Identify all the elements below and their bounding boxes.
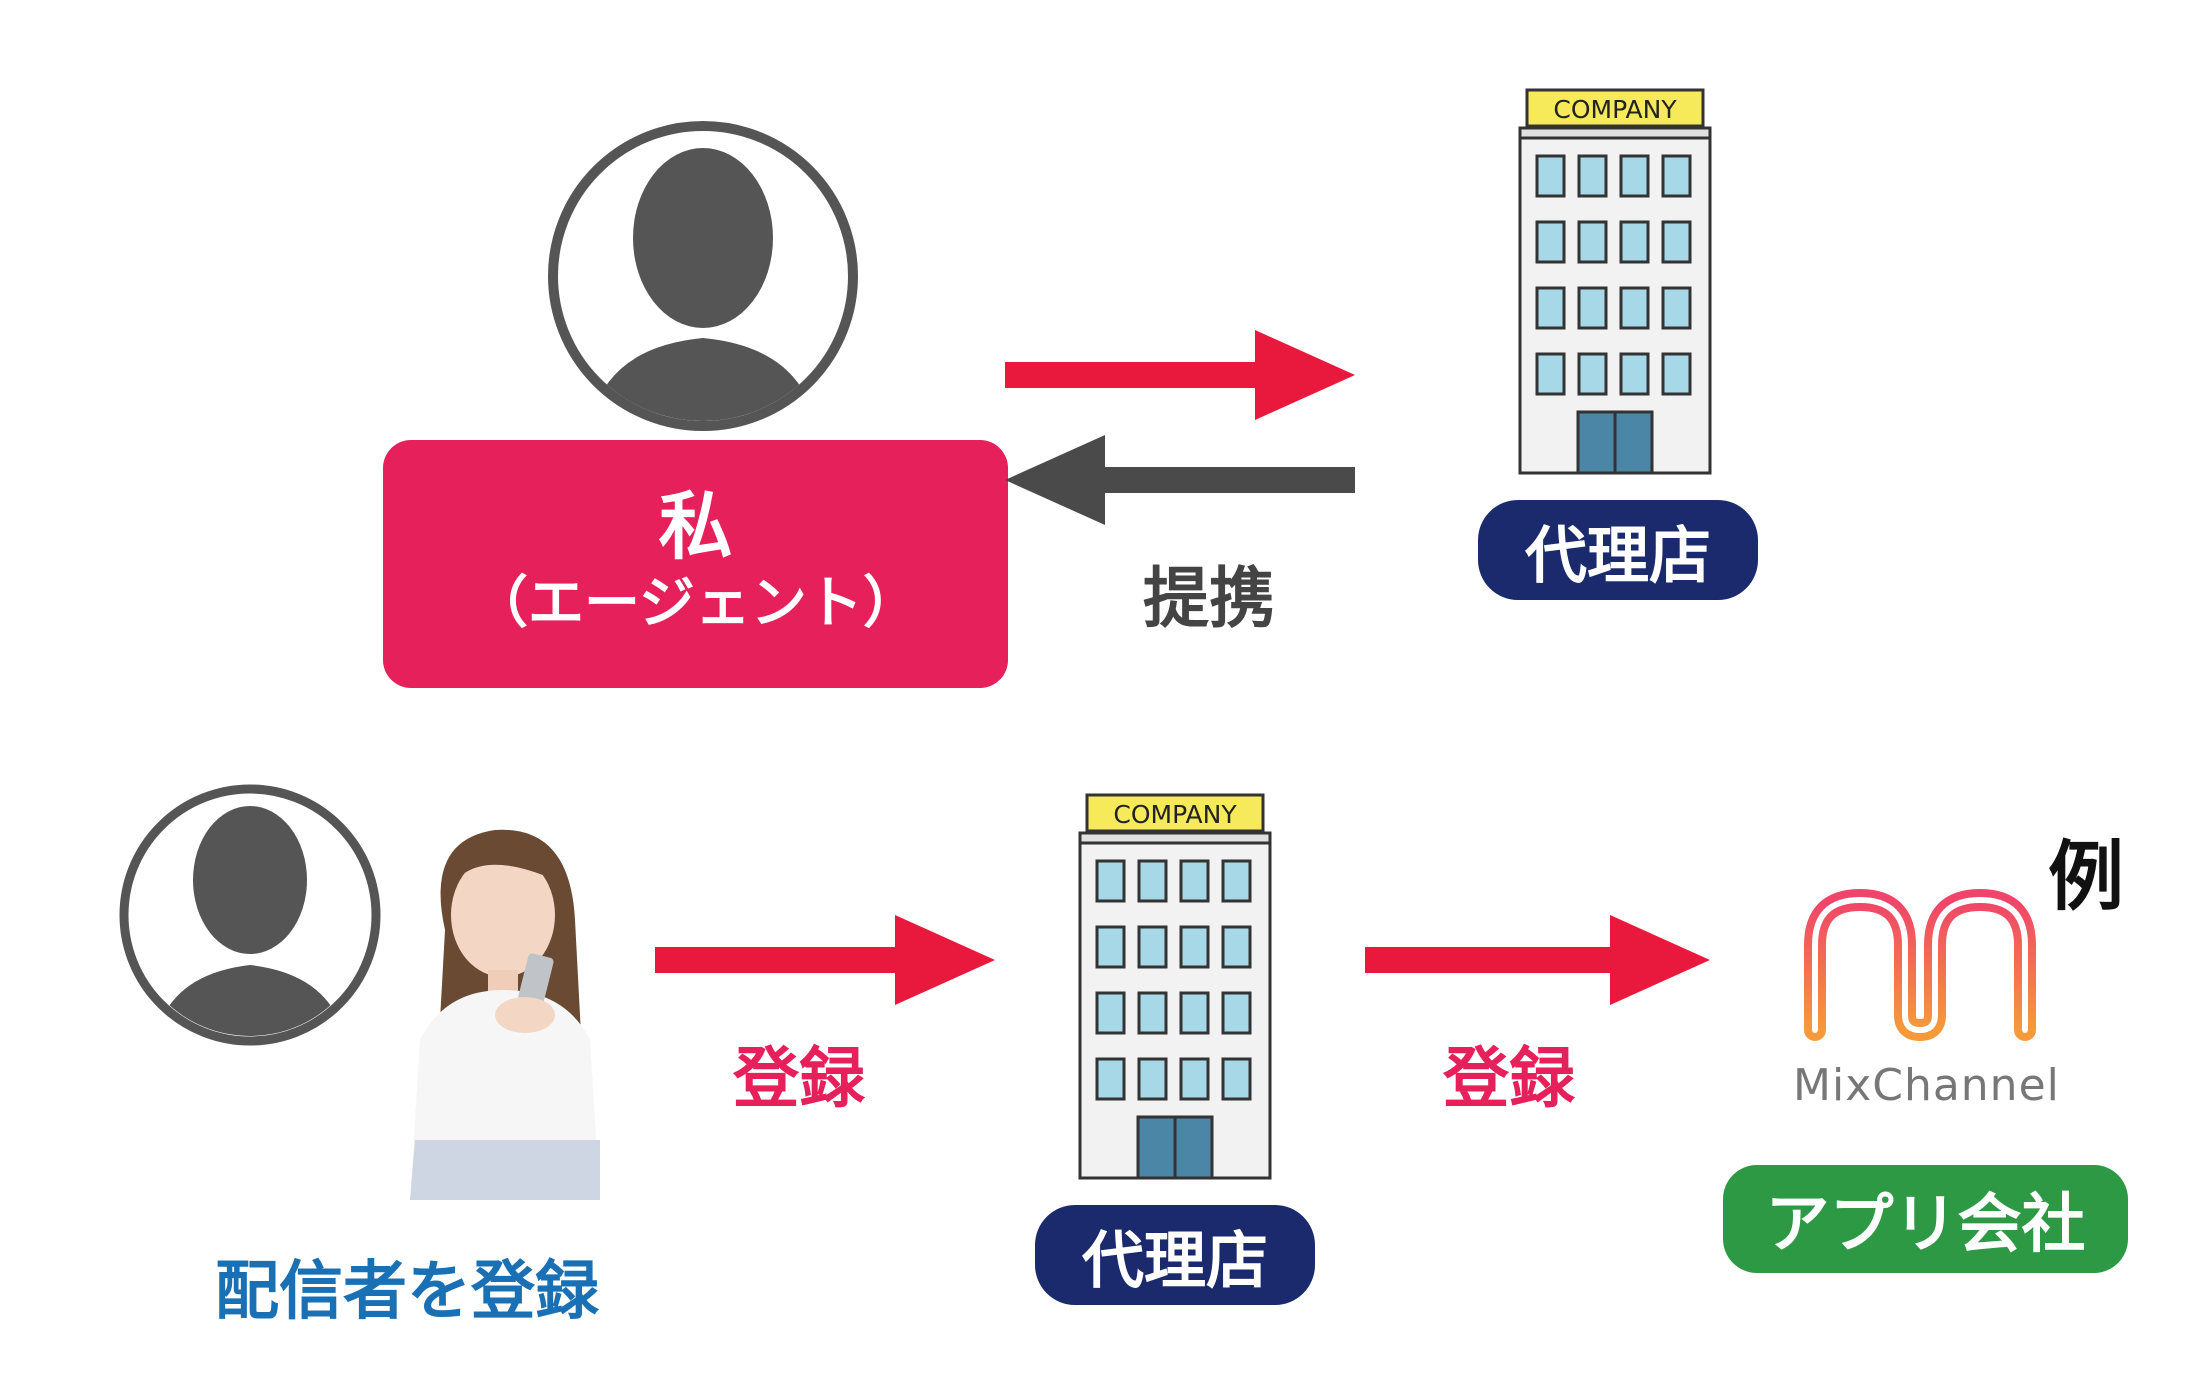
distributor-avatar-icon <box>119 784 381 1046</box>
agency-label-bottom: 代理店 <box>1081 1224 1268 1297</box>
mixchannel-logo-icon <box>1804 889 2036 1041</box>
agent-box: 私 （エージェント） <box>383 440 1008 688</box>
arrow-right-bottom-1-icon <box>655 915 995 1005</box>
company-sign-top: COMPANY <box>1553 95 1677 124</box>
register-label-2: 登録 <box>1443 1040 1575 1117</box>
agent-role: （エージェント） <box>472 571 919 637</box>
arrow-right-bottom-2-icon <box>1365 915 1710 1005</box>
arrow-left-gray-icon <box>1005 435 1355 525</box>
woman-smartphone-photo <box>410 829 600 1200</box>
example-label: 例 <box>2048 832 2124 921</box>
agency-label-top: 代理店 <box>1524 519 1711 592</box>
partnership-label: 提携 <box>1143 560 1275 637</box>
agency-badge-bottom: 代理店 <box>1035 1205 1315 1305</box>
company-building-icon <box>1518 88 1712 475</box>
company-sign-bottom: COMPANY <box>1113 800 1237 829</box>
arrow-right-top-icon <box>1005 330 1355 420</box>
app-company-badge: アプリ会社 <box>1723 1165 2128 1273</box>
agent-avatar-icon <box>548 121 858 431</box>
company-building-bottom-icon <box>1078 793 1272 1180</box>
register-label-1: 登録 <box>733 1040 865 1117</box>
app-company-label: アプリ会社 <box>1765 1188 2086 1262</box>
agency-badge-top: 代理店 <box>1478 500 1758 600</box>
mixchannel-logo-text: MixChannel <box>1793 1060 2060 1111</box>
register-distributor-label: 配信者を登録 <box>215 1255 599 1329</box>
agent-name: 私 <box>658 483 733 570</box>
